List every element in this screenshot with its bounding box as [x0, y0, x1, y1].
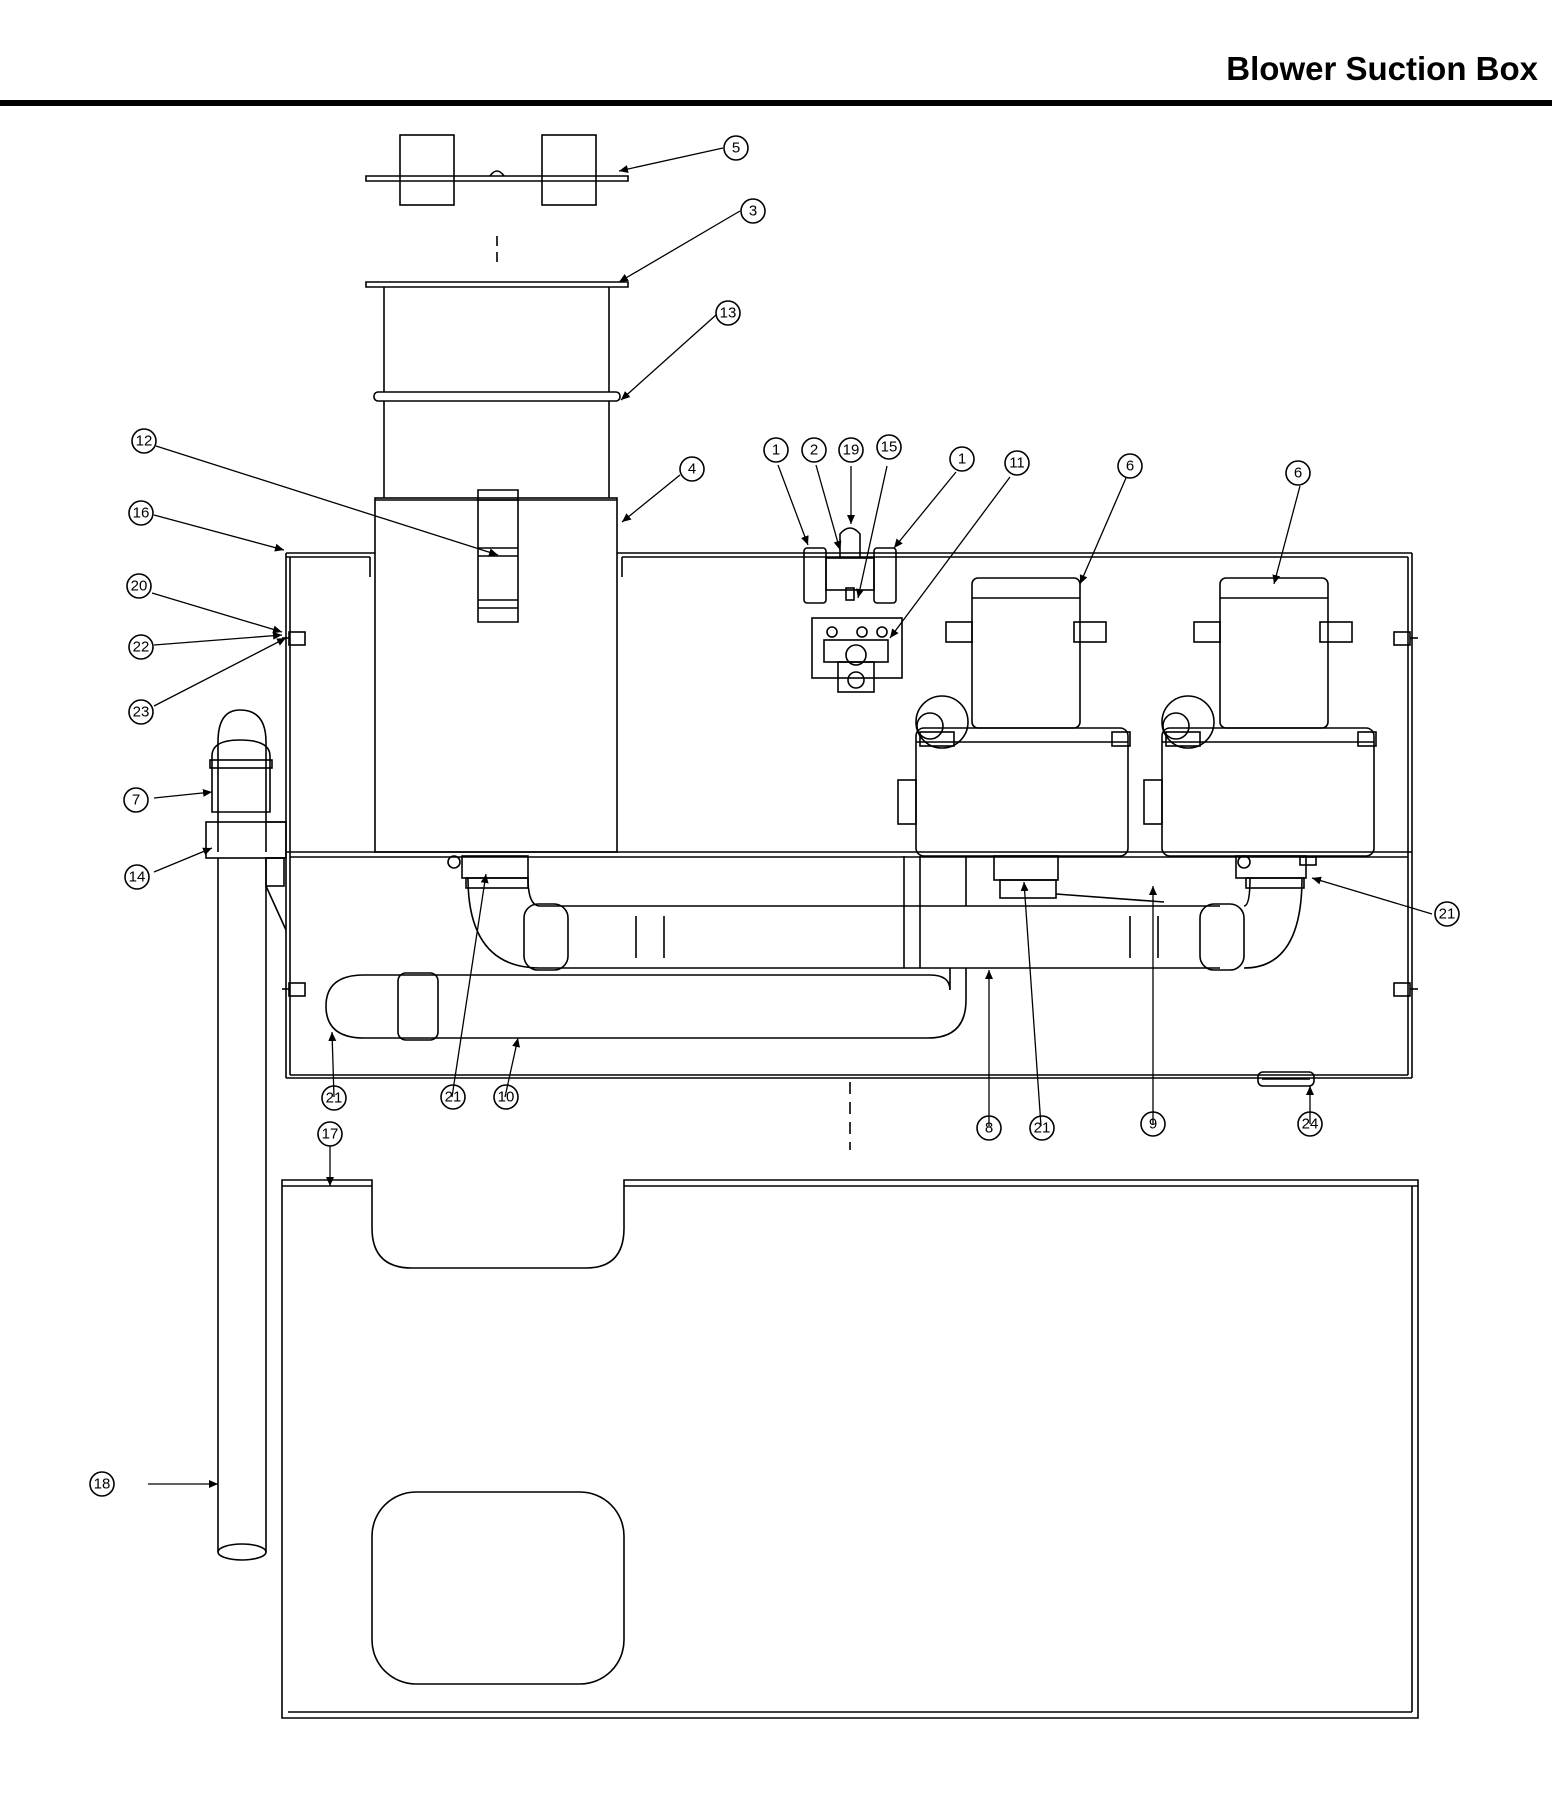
callout-9-label: 9: [1149, 1116, 1157, 1133]
callout-10: 10: [493, 1084, 519, 1110]
filter-cap-part: [365, 134, 629, 206]
callout-21-center: 21: [1029, 1115, 1055, 1141]
callout-1-left: 1: [763, 437, 789, 463]
side-hose-pipe: [205, 709, 287, 1561]
callout-1-right: 1: [949, 446, 975, 472]
callout-8: 8: [976, 1115, 1002, 1141]
callout-19-label: 19: [843, 442, 860, 459]
callout-3-label: 3: [749, 203, 757, 220]
base-panel-part: [281, 1179, 1419, 1719]
callout-16: 16: [128, 500, 154, 526]
callout-10-label: 10: [498, 1089, 515, 1106]
callout-6-left-label: 6: [1126, 458, 1134, 475]
callout-3: 3: [740, 198, 766, 224]
filter-canister-part: [365, 281, 629, 498]
valve-assembly: [803, 527, 903, 693]
callout-24-label: 24: [1302, 1116, 1319, 1133]
filter-housing-part: [374, 489, 618, 853]
callout-8-label: 8: [985, 1120, 993, 1137]
callout-20-label: 20: [131, 578, 148, 595]
callout-21-right-label: 21: [1439, 906, 1456, 923]
callout-19: 19: [838, 437, 864, 463]
callout-9: 9: [1140, 1111, 1166, 1137]
callout-2: 2: [801, 437, 827, 463]
header-rule: [0, 100, 1552, 106]
callout-4-label: 4: [688, 461, 696, 478]
callout-5-label: 5: [732, 140, 740, 157]
leader-lines: [148, 147, 1433, 1488]
callout-14-label: 14: [129, 869, 146, 886]
callout-22-label: 22: [133, 639, 150, 656]
callout-21-left: 21: [321, 1085, 347, 1111]
blower-motor-left: [897, 577, 1131, 857]
callout-16-label: 16: [133, 505, 150, 522]
suction-box-upper: [285, 552, 1413, 1079]
callout-6-left: 6: [1117, 453, 1143, 479]
hose-clamps: [447, 855, 1317, 869]
callout-21-center-label: 21: [1034, 1120, 1051, 1137]
callout-1-left-label: 1: [772, 442, 780, 459]
callout-21-right: 21: [1434, 901, 1460, 927]
callout-6-right-label: 6: [1294, 465, 1302, 482]
callout-17: 17: [317, 1121, 343, 1147]
callout-21-filter: 21: [440, 1084, 466, 1110]
callout-15: 15: [876, 434, 902, 460]
callout-21-filter-label: 21: [445, 1089, 462, 1106]
callout-6-right: 6: [1285, 460, 1311, 486]
callout-18-label: 18: [94, 1476, 111, 1493]
callout-20: 20: [126, 573, 152, 599]
callout-13: 13: [715, 300, 741, 326]
callout-4: 4: [679, 456, 705, 482]
callout-12-label: 12: [136, 433, 153, 450]
callout-7-label: 7: [132, 792, 140, 809]
callout-23-label: 23: [133, 704, 150, 721]
page-title: Blower Suction Box: [1226, 50, 1538, 87]
callout-2-label: 2: [810, 442, 818, 459]
callout-22: 22: [128, 634, 154, 660]
callout-12: 12: [131, 428, 157, 454]
callout-1-right-label: 1: [958, 451, 966, 468]
side-bolts: [282, 631, 1418, 997]
callout-14: 14: [124, 864, 150, 890]
callout-7: 7: [123, 787, 149, 813]
callout-18: 18: [89, 1471, 115, 1497]
pipe-assembly: [325, 855, 1307, 1041]
callout-11-label: 11: [1009, 455, 1025, 472]
callout-17-label: 17: [322, 1126, 339, 1143]
callout-5: 5: [723, 135, 749, 161]
callout-13-label: 13: [720, 305, 737, 322]
callout-24: 24: [1297, 1111, 1323, 1137]
callout-21-left-label: 21: [326, 1090, 343, 1107]
callout-11: 11: [1004, 450, 1030, 476]
callout-15-label: 15: [881, 439, 898, 456]
callout-23: 23: [128, 699, 154, 725]
blower-motor-right: [1143, 577, 1377, 857]
latch-part: [1257, 1071, 1315, 1087]
